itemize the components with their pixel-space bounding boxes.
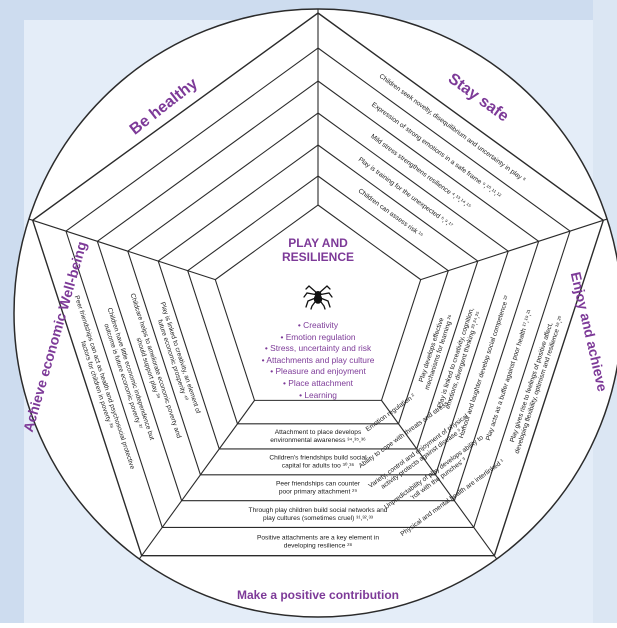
segment-item-contribution-line: Attachment to place develops	[275, 429, 362, 436]
pentagon-ring	[31, 12, 605, 557]
pentagon-ring	[65, 47, 571, 528]
segment-item-contribution-line: Children's friendships build social	[269, 455, 367, 462]
centre-item: • Stress, uncertainty and risk	[264, 343, 372, 354]
segment-item-contribution-line: developing resilience ²⁸	[284, 542, 353, 549]
segment-item-contribution-line: environmental awareness ³⁴,³⁵,³⁶	[270, 437, 366, 444]
segment-item-contribution-line: capital for adults too ³⁰,³⁶	[282, 462, 355, 470]
centre-item: • Learning	[299, 389, 337, 400]
segment-item-contribution-line: Peer friendships can counter	[276, 480, 361, 487]
pentagon-rings	[28, 9, 608, 560]
pentagon-ring	[157, 144, 479, 450]
spoke-line	[138, 400, 255, 560]
centre-item: • Emotion regulation	[280, 331, 356, 342]
centre-title-line2: RESILIENCE	[281, 250, 354, 264]
spoke-line	[420, 218, 608, 281]
segment-item-contribution: Through play children build social netwo…	[249, 507, 388, 522]
spoke-line	[28, 218, 216, 281]
pentagon-ring	[96, 80, 540, 502]
centre-title-line1: PLAY AND	[288, 236, 348, 250]
segment-item-contribution-line: poor primary attachment ²⁹	[279, 488, 357, 495]
pentagon-ring	[187, 175, 449, 425]
segment-item-contribution: Attachment to place developsenvironmenta…	[270, 429, 366, 444]
centre-item: • Pleasure and enjoyment	[270, 366, 366, 377]
section-label-make-a-positive-contribution: Make a positive contribution	[237, 588, 399, 602]
pentagon-ring	[214, 204, 422, 401]
segment-item-contribution-line: play cultures (sometimes cruel) ³¹,³²,³³	[263, 515, 374, 522]
segment-item-contribution: Children's friendships build socialcapit…	[269, 455, 367, 470]
pentagon-ring	[127, 112, 509, 476]
centre-title: PLAY AND RESILIENCE	[258, 236, 378, 264]
spider-icon	[303, 285, 333, 310]
centre-item: • Place attachment	[283, 377, 353, 388]
segment-item-contribution: Positive attachments are a key element i…	[257, 534, 379, 549]
centre-item: • Creativity	[297, 320, 339, 330]
centre-list: • Creativity • Emotion regulation • Stre…	[230, 320, 406, 401]
segment-item-contribution-line: Through play children build social netwo…	[249, 507, 388, 514]
segment-item-contribution-line: Positive attachments are a key element i…	[257, 534, 379, 541]
centre-item: • Attachments and play culture	[261, 354, 375, 365]
spoke-line	[381, 400, 498, 560]
